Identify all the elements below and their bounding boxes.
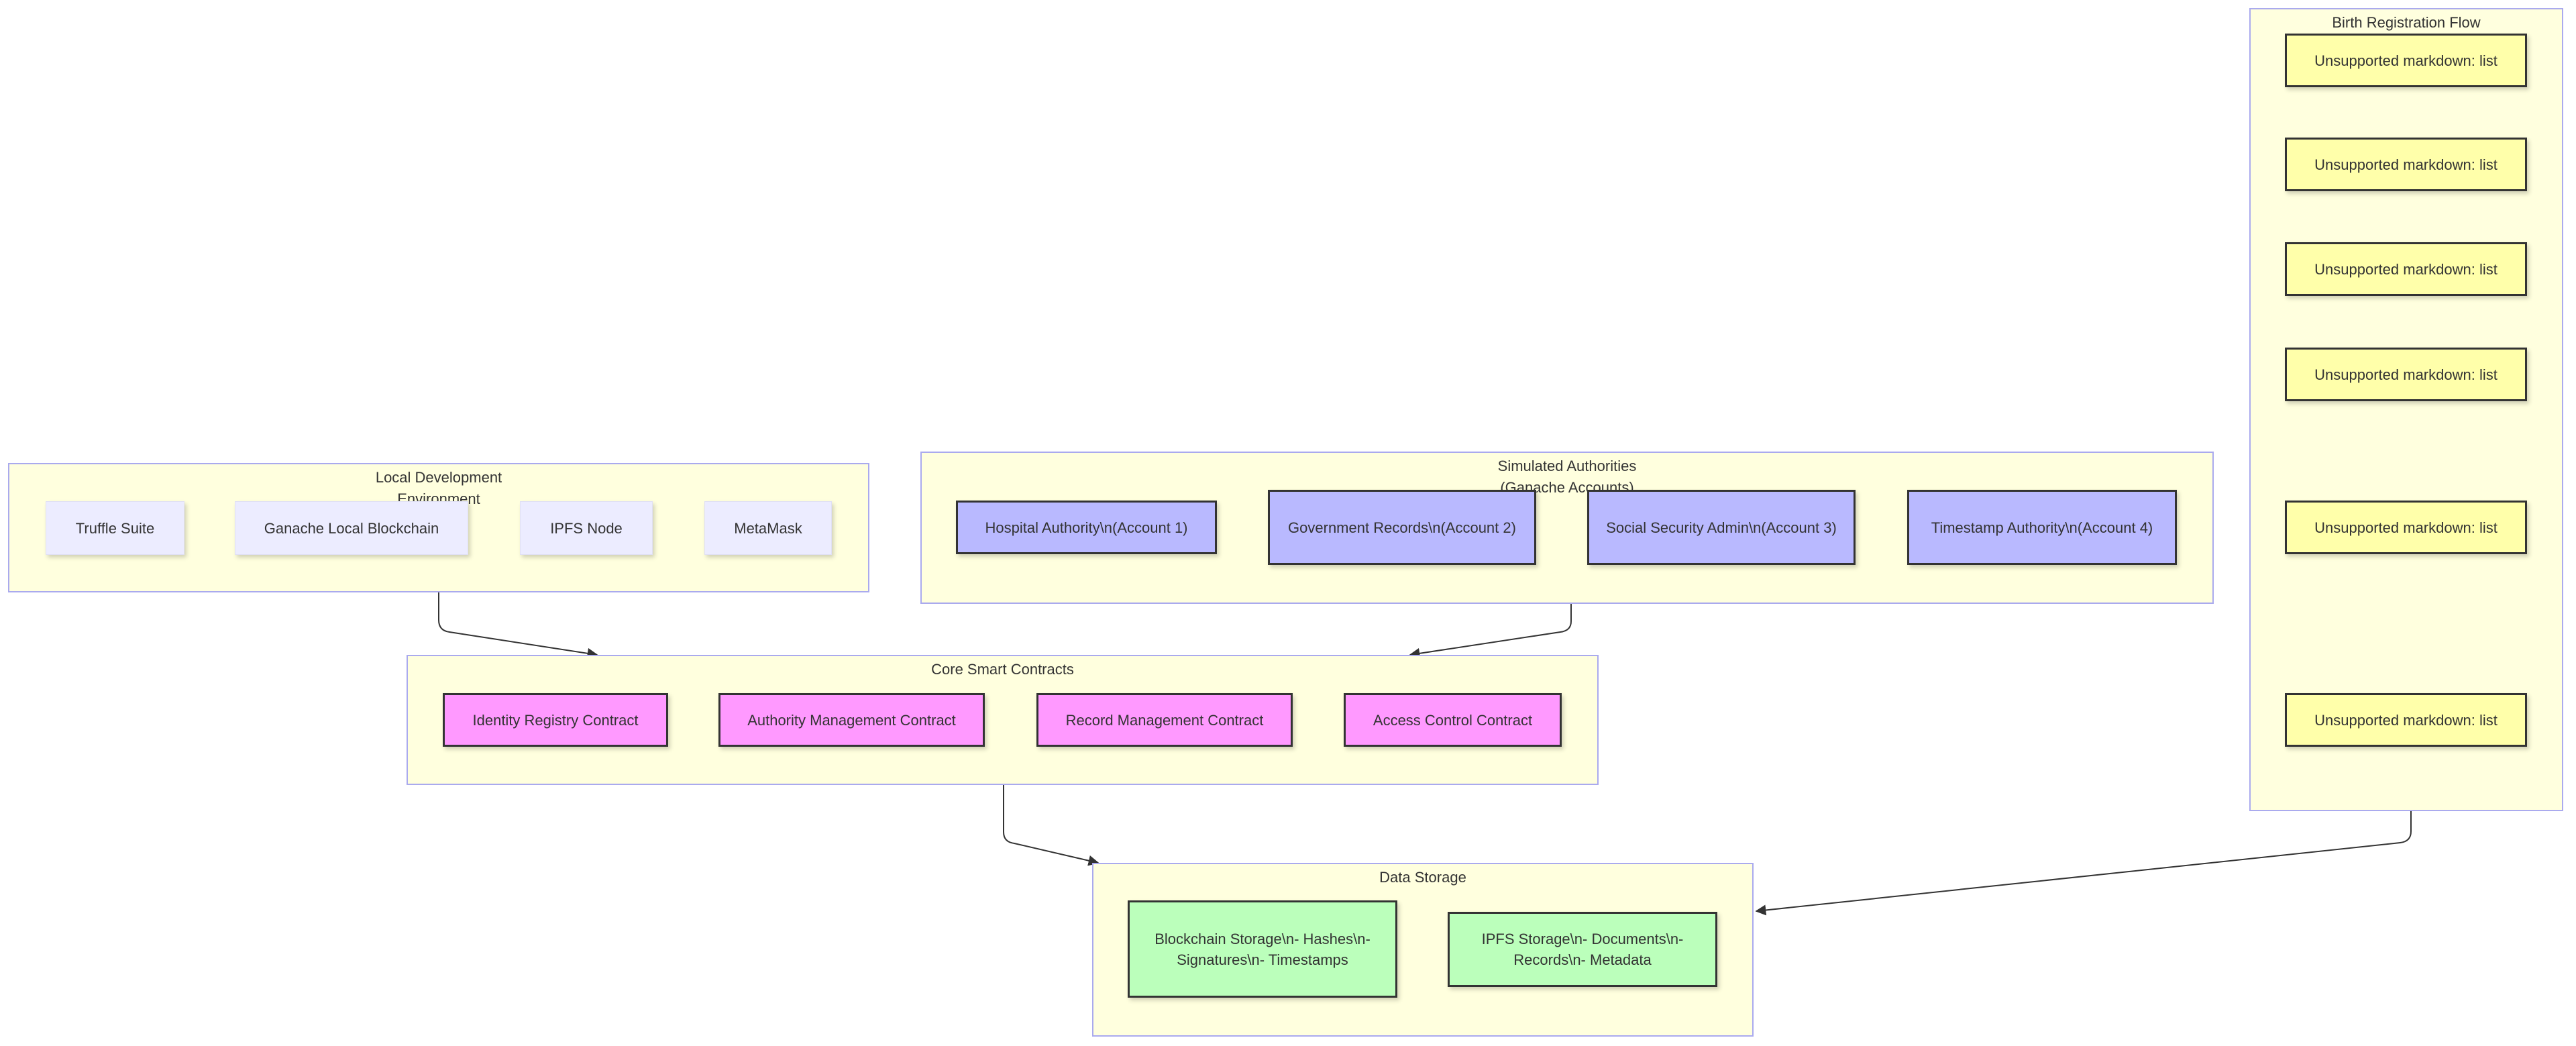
node-identity-registry-contract: Identity Registry Contract [443, 693, 668, 747]
flow-step-5: Unsupported markdown: list [2285, 501, 2527, 554]
flow-step-1: Unsupported markdown: list [2285, 34, 2527, 87]
cluster-core-smart-contracts-title: Core Smart Contracts [931, 661, 1074, 678]
edge-local-dev-to-contracts [438, 592, 598, 659]
cluster-data-storage-title: Data Storage [1379, 869, 1466, 886]
node-metamask: MetaMask [704, 501, 832, 555]
node-government-records: Government Records\n(Account 2) [1268, 490, 1536, 565]
node-truffle-suite: Truffle Suite [46, 501, 184, 555]
node-authority-management-contract: Authority Management Contract [718, 693, 985, 747]
node-hospital-authority: Hospital Authority\n(Account 1) [956, 501, 1217, 554]
flow-step-3: Unsupported markdown: list [2285, 242, 2527, 296]
flow-step-4: Unsupported markdown: list [2285, 348, 2527, 401]
node-record-management-contract: Record Management Contract [1036, 693, 1293, 747]
edge-flow-to-storage [1755, 747, 2412, 916]
edge-contracts-to-storage [1003, 785, 1099, 866]
edge-authorities-to-contracts [1409, 604, 1572, 659]
node-blockchain-storage: Blockchain Storage\n- Hashes\n- Signatur… [1128, 900, 1397, 998]
flow-step-2: Unsupported markdown: list [2285, 138, 2527, 191]
node-ipfs-node: IPFS Node [520, 501, 653, 555]
node-access-control-contract: Access Control Contract [1344, 693, 1562, 747]
flow-step-6: Unsupported markdown: list [2285, 693, 2527, 747]
cluster-birth-registration-flow-title: Birth Registration Flow [2332, 14, 2481, 31]
node-ipfs-storage: IPFS Storage\n- Documents\n- Records\n- … [1448, 912, 1717, 987]
node-social-security-admin: Social Security Admin\n(Account 3) [1587, 490, 1856, 565]
cluster-birth-registration-flow: Birth Registration Flow [2249, 8, 2563, 811]
node-timestamp-authority: Timestamp Authority\n(Account 4) [1907, 490, 2177, 565]
node-ganache-local-blockchain: Ganache Local Blockchain [235, 501, 468, 555]
